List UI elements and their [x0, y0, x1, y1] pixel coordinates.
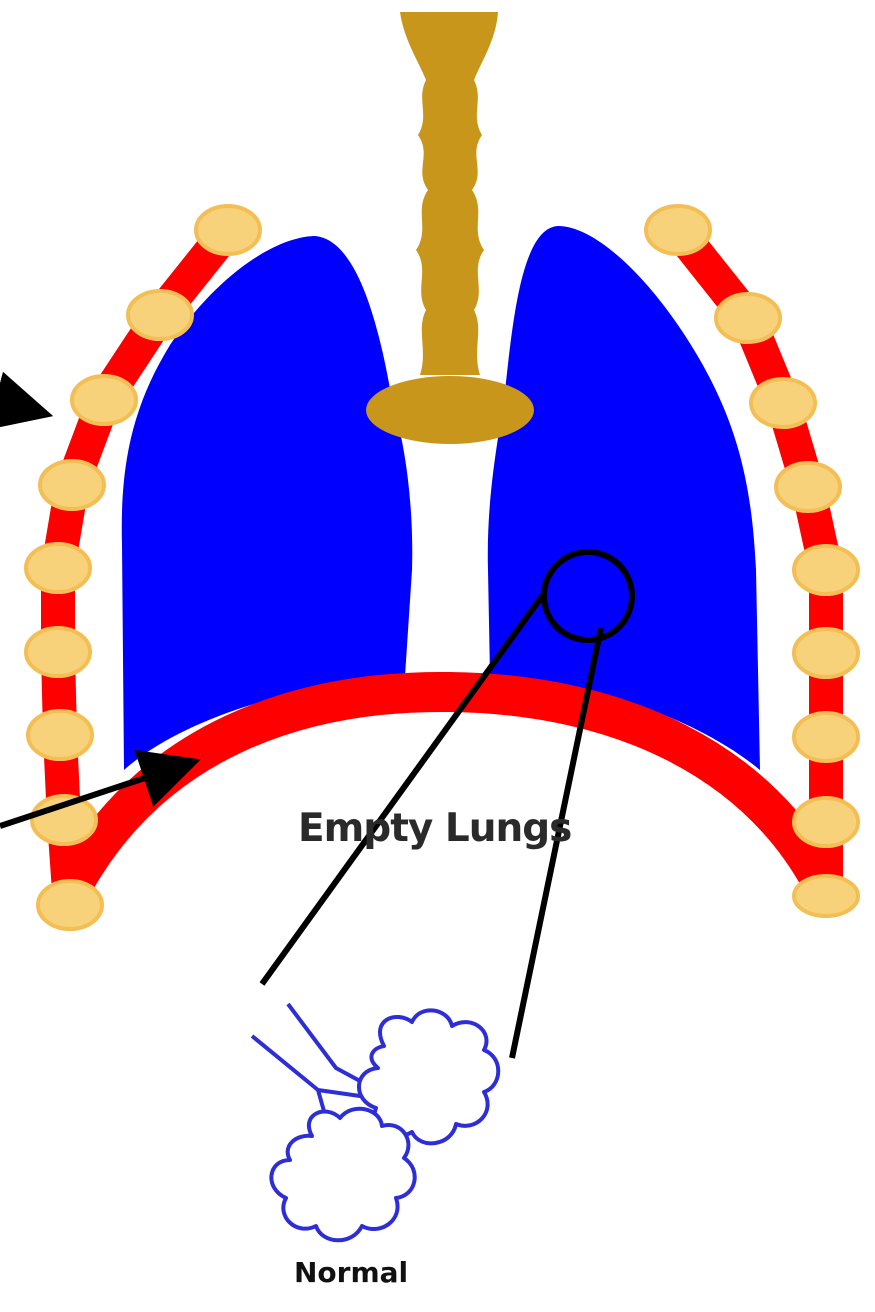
diagram-title: Empty Lungs	[298, 806, 571, 851]
alveolar-sac-lower	[271, 1109, 414, 1241]
alveoli-caption: Normal	[294, 1256, 408, 1289]
arrow-right-icon	[0, 402, 30, 410]
trachea	[400, 12, 498, 375]
carina	[366, 376, 534, 444]
alveoli-normal	[252, 1004, 498, 1240]
